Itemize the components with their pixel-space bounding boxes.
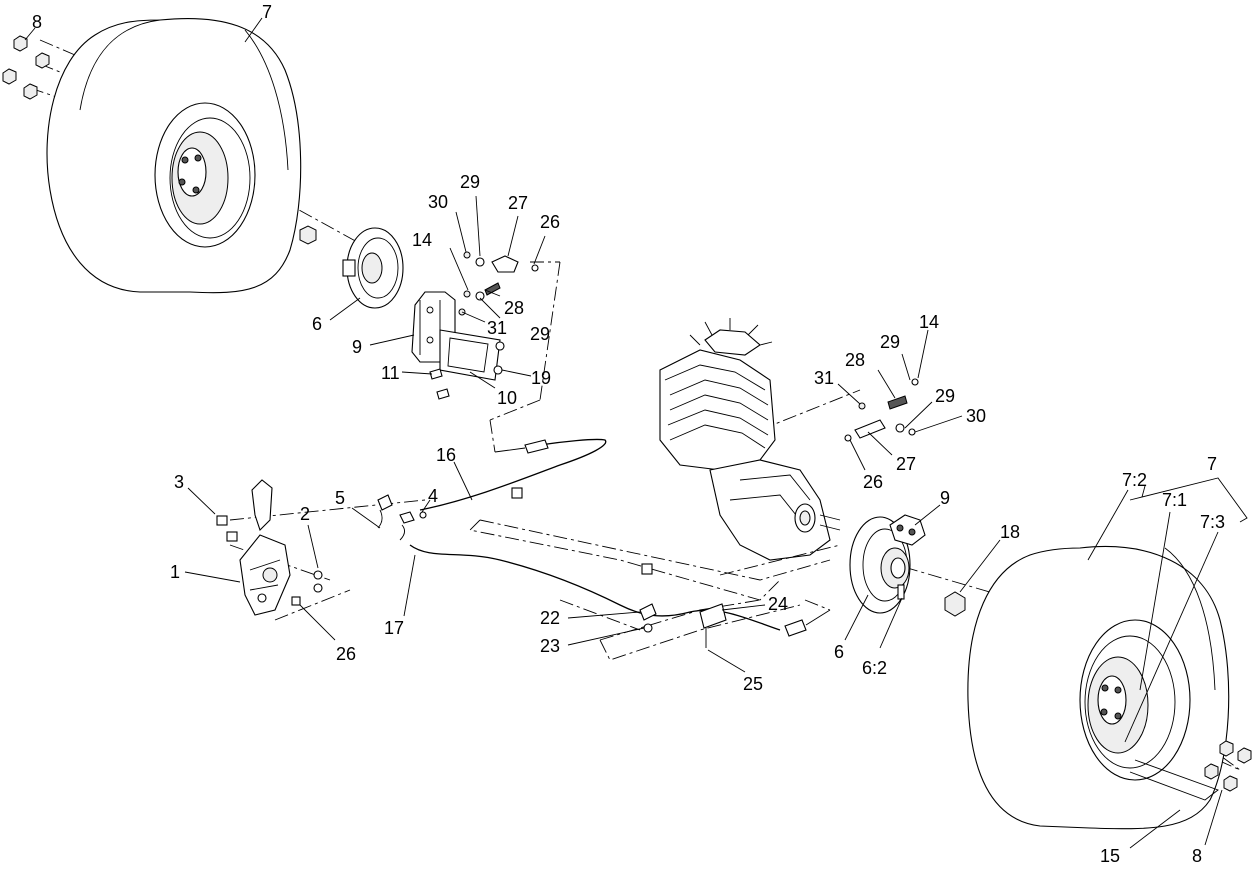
callout-8: 8 xyxy=(1192,846,1202,866)
callout-1: 1 xyxy=(170,562,180,582)
callout-26: 26 xyxy=(540,212,560,232)
brake-cables xyxy=(377,438,831,648)
callout-31: 31 xyxy=(487,318,507,338)
callout-27: 27 xyxy=(508,193,528,213)
callout-6: 6 xyxy=(312,314,322,334)
callout-17: 17 xyxy=(384,618,404,638)
callout-23: 23 xyxy=(540,636,560,656)
callout-7-2: 7:2 xyxy=(1122,470,1147,490)
callout-7-1: 7:1 xyxy=(1162,490,1187,510)
callout-25: 25 xyxy=(743,674,763,694)
nuts-top-left xyxy=(2,35,50,100)
leader-lines xyxy=(24,17,1248,849)
callout-22: 22 xyxy=(540,608,560,628)
callout-2: 2 xyxy=(300,504,310,524)
frame-outline xyxy=(469,519,841,661)
callout-7-3: 7:3 xyxy=(1200,512,1225,532)
callout-10: 10 xyxy=(497,388,517,408)
nuts-bottom-right xyxy=(1204,740,1252,792)
tire-top-left xyxy=(46,17,302,294)
callout-29: 29 xyxy=(530,324,550,344)
callout-19: 19 xyxy=(531,368,551,388)
callout-7: 7 xyxy=(262,2,272,22)
callouts: 8 7 6 30 29 27 26 14 28 31 29 9 11 19 10… xyxy=(32,2,1225,866)
callout-9: 9 xyxy=(940,488,950,508)
callout-29: 29 xyxy=(880,332,900,352)
callout-14: 14 xyxy=(412,230,432,250)
callout-29: 29 xyxy=(460,172,480,192)
brake-lever-assembly xyxy=(216,479,323,616)
callout-6: 6 xyxy=(834,642,844,662)
callout-14: 14 xyxy=(919,312,939,332)
callout-30: 30 xyxy=(966,406,986,426)
callout-18: 18 xyxy=(1000,522,1020,542)
callout-16: 16 xyxy=(436,445,456,465)
brake-caliper-left xyxy=(411,291,501,381)
callout-3: 3 xyxy=(174,472,184,492)
callout-26: 26 xyxy=(863,472,883,492)
callout-28: 28 xyxy=(504,298,524,318)
callout-29: 29 xyxy=(935,386,955,406)
tire-bottom-right xyxy=(967,546,1230,830)
callout-6-2: 6:2 xyxy=(862,658,887,678)
brake-hub-left xyxy=(342,227,404,309)
axle-nut-right xyxy=(944,591,966,617)
callout-15: 15 xyxy=(1100,846,1120,866)
callout-4: 4 xyxy=(428,486,438,506)
callout-9: 9 xyxy=(352,337,362,357)
small-hardware-left xyxy=(429,251,539,400)
callout-30: 30 xyxy=(428,192,448,212)
callout-26: 26 xyxy=(336,644,356,664)
brake-hub-right xyxy=(849,514,926,614)
callout-8: 8 xyxy=(32,12,42,32)
small-hardware-right xyxy=(844,378,919,442)
hub-nut xyxy=(299,225,317,245)
callout-7: 7 xyxy=(1207,454,1217,474)
engine-transaxle xyxy=(659,318,841,561)
callout-27: 27 xyxy=(896,454,916,474)
callout-24: 24 xyxy=(768,594,788,614)
callout-11: 11 xyxy=(381,363,400,383)
callout-31: 31 xyxy=(814,368,834,388)
callout-28: 28 xyxy=(845,350,865,370)
callout-5: 5 xyxy=(335,488,345,508)
